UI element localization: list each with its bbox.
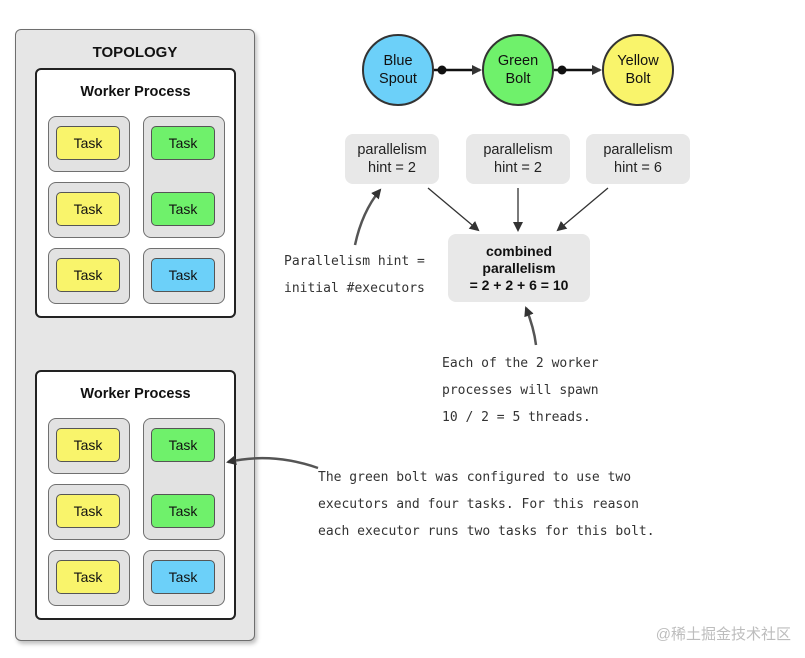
task-green: Task [151,428,215,462]
task-yellow: Task [56,126,120,160]
node-label: Bolt [505,71,531,87]
executor-slot-green-bolt: Task Task [143,418,225,540]
note-line: processes will spawn [442,383,599,398]
edge-dot [557,65,567,75]
executor-slot: Task [143,248,225,304]
task-green: Task [151,494,215,528]
combined-parallelism-box: combined parallelism = 2 + 2 + 6 = 10 [448,234,590,302]
arrow-hint-yellow [556,187,609,232]
note-line: each executor runs two tasks for this bo… [318,524,655,539]
task-yellow: Task [56,192,120,226]
task-blue: Task [151,560,215,594]
hint-label: parallelism [483,142,553,158]
hint-label: parallelism [357,142,427,158]
node-label: Spout [379,71,417,87]
hint-box-spout: parallelism hint = 2 [345,134,439,184]
note-line: The green bolt was configured to use two [318,470,632,485]
node-label: Bolt [625,71,651,87]
task-blue: Task [151,258,215,292]
executor-slot-green-bolt: Task Task [143,116,225,238]
node-green-bolt: Green Bolt [482,34,554,106]
worker-process-1: Worker Process Task Task Task Task Task … [35,68,236,318]
node-label: Yellow [617,53,659,69]
task-yellow: Task [56,494,120,528]
hint-value: hint = 6 [614,160,662,176]
task-green: Task [151,126,215,160]
arrow-to-worker-2 [226,455,319,470]
note-line: Each of the 2 worker [442,356,599,371]
note-line: executors and four tasks. For this reaso… [318,497,639,512]
executor-slot: Task [143,550,225,606]
task-yellow: Task [56,258,120,292]
edge-dot [437,65,447,75]
executor-slot: Task [48,248,130,304]
topology-container: TOPOLOGY Worker Process Task Task Task T… [15,29,255,641]
hint-label: parallelism [603,142,673,158]
executor-slot: Task [48,116,130,172]
hint-value: hint = 2 [368,160,416,176]
worker-process-title: Worker Process [80,386,191,402]
topology-title: TOPOLOGY [92,44,178,61]
combined-formula: = 2 + 2 + 6 = 10 [469,276,569,293]
note-line: Parallelism hint = [284,254,425,269]
arrow-to-combined [524,306,538,346]
watermark: @稀土掘金技术社区 [655,626,791,643]
hint-box-yellow-bolt: parallelism hint = 6 [586,134,690,184]
executor-slot: Task [48,418,130,474]
hint-value: hint = 2 [494,160,542,176]
task-green: Task [151,192,215,226]
arrow-to-spout-hint [353,188,382,246]
worker-process-title: Worker Process [80,84,191,100]
node-blue-spout: Blue Spout [362,34,434,106]
combined-label: parallelism [482,259,556,276]
node-label: Blue [383,53,413,69]
green-bolt-note: The green bolt was configured to use two… [318,464,655,545]
task-yellow: Task [56,560,120,594]
hint-box-green-bolt: parallelism hint = 2 [466,134,570,184]
node-label: Green [497,53,539,69]
combined-label: combined [485,242,553,259]
hint-note: Parallelism hint = initial #executors [284,248,425,302]
node-yellow-bolt: Yellow Bolt [602,34,674,106]
arrow-hint-spout [427,187,480,232]
note-line: initial #executors [284,281,425,296]
spawn-note: Each of the 2 worker processes will spaw… [442,350,599,431]
task-yellow: Task [56,428,120,462]
worker-process-2: Worker Process Task Task Task Task Task … [35,370,236,620]
note-line: 10 / 2 = 5 threads. [442,410,591,425]
executor-slot: Task [48,550,130,606]
executor-slot: Task [48,484,130,540]
executor-slot: Task [48,182,130,238]
